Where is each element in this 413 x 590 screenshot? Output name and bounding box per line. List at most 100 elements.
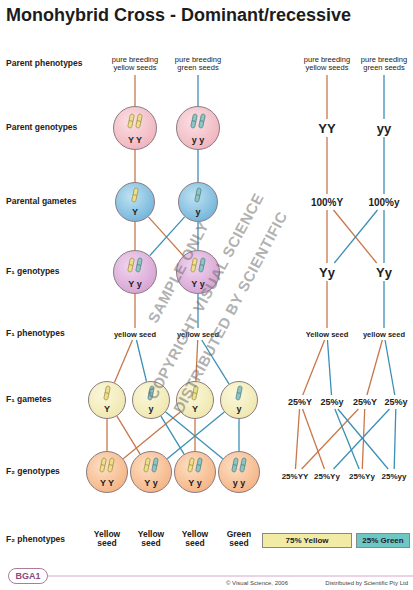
phenotype-text: Yellow seed [302, 328, 352, 340]
connector-line [394, 409, 396, 469]
connector-line [161, 416, 184, 454]
row-label: F₂ phenotypes [6, 534, 101, 544]
connector-line [338, 409, 388, 469]
node-text: Y [104, 404, 110, 414]
gamete-circle: y [132, 381, 170, 419]
gamete-circle: Y [88, 381, 126, 419]
connector-line [367, 340, 382, 395]
phenotype-text: yellow seed [359, 328, 409, 340]
connector-line [303, 409, 325, 469]
connector-line [334, 210, 377, 263]
node-text: y y [233, 478, 246, 488]
phenotype-text: pure breeding green seeds [170, 53, 226, 75]
phenotype-text: pure breeding yellow seeds [300, 53, 354, 75]
connector-line [106, 419, 107, 451]
gamete-text: 25%Y [286, 395, 314, 409]
connector-line [334, 210, 377, 263]
node-text: 25% Green [362, 536, 403, 545]
connector-line [136, 340, 146, 382]
footer-note: © Visual Science, 2006 [226, 580, 302, 586]
node-text: 25%y [384, 397, 407, 407]
node-text: Yy [319, 265, 335, 280]
connector-line [134, 222, 135, 250]
node-text: BGA1 [15, 571, 40, 581]
chromosome-symbol [100, 114, 247, 473]
node-text: Y y [128, 279, 141, 289]
connector-line [326, 281, 327, 328]
node-text: 75% Yellow [286, 536, 329, 545]
connector-line [238, 419, 239, 451]
node-text: pure breeding yellow seeds [107, 56, 163, 72]
node-text: YY [318, 121, 335, 136]
connector-line [302, 409, 359, 469]
footer-note: Distributed by Scientific Pty Ltd [300, 580, 408, 586]
genotype-text: yy [369, 119, 399, 137]
genotype-circle: Y y [130, 451, 172, 493]
node-text: yellow seed [363, 330, 405, 339]
genotype-text: Yy [312, 263, 342, 281]
node-text: yellow seed [114, 330, 156, 339]
genotype-circle: Y y [113, 250, 157, 294]
node-text: 25%Y [288, 397, 312, 407]
connector-line [117, 416, 140, 454]
phenotype-label: Yellow seed [87, 530, 127, 549]
connector-line [150, 217, 185, 256]
node-text: pure breeding green seeds [170, 56, 226, 72]
phenotype-text: yellow seed [110, 328, 160, 340]
genotype-circle: Y y [174, 451, 216, 493]
node-text: Y y [144, 478, 157, 488]
node-text: Y Y [128, 135, 142, 145]
node-text: yy [377, 121, 391, 136]
gamete-text: 25%y [318, 395, 346, 409]
node-text: 25%yy [382, 472, 407, 481]
connector-line [197, 150, 198, 182]
node-text: Y y [191, 279, 204, 289]
node-text: Y Y [100, 478, 114, 488]
node-text: 25%Y [353, 397, 377, 407]
connector-line [326, 137, 327, 194]
connector-line [303, 340, 325, 395]
connector-line [202, 340, 229, 384]
genotype-text: YY [312, 119, 342, 137]
gamete-circle: y [220, 381, 258, 419]
connector-line [326, 210, 327, 263]
connector-line [327, 340, 331, 395]
genotype-circle: Y y [176, 250, 220, 294]
node-text: y [148, 404, 153, 414]
gamete-circle: Y [115, 182, 155, 222]
genotype-circle: Y Y [113, 106, 157, 150]
node-text: 100%Y [311, 197, 343, 208]
genotype-text: 25%YY [280, 469, 311, 483]
diagram-title: Monohybrid Cross - Dominant/recessive [6, 5, 351, 26]
connector-line [383, 137, 384, 194]
genotype-text: Yy [369, 263, 399, 281]
phenotype-label: Yellow seed [131, 530, 171, 549]
footer-rule [48, 575, 413, 576]
node-text: Y [132, 207, 138, 217]
code-badge: BGA1 [8, 568, 48, 584]
connector-line [383, 75, 384, 119]
node-text: Yellow seed [306, 330, 349, 339]
node-text: y [195, 207, 200, 217]
genotype-circle: y y [176, 106, 220, 150]
connector-line [134, 294, 135, 328]
gamete-text: 100%y [364, 194, 404, 210]
watermark: COPYRIGHT VISUAL SCIENCE [143, 190, 266, 402]
connector-line [197, 294, 198, 328]
connector-line [383, 210, 384, 263]
node-text: yellow seed [177, 330, 219, 339]
row-label: F₁ gametes [6, 394, 101, 404]
genotype-text: 25%Yy [347, 469, 378, 483]
connector-line [196, 340, 198, 381]
connector-line [335, 409, 359, 469]
row-label: F₂ genotypes [6, 466, 101, 476]
ratio-band: 75% Yellow [262, 533, 352, 548]
connector-line [114, 340, 132, 383]
connector-line [326, 75, 327, 119]
node-text: 25%Yy [349, 472, 375, 481]
node-text: pure breeding yellow seeds [300, 56, 354, 72]
node-text: y [236, 404, 241, 414]
phenotype-text: pure breeding green seeds [357, 53, 411, 75]
